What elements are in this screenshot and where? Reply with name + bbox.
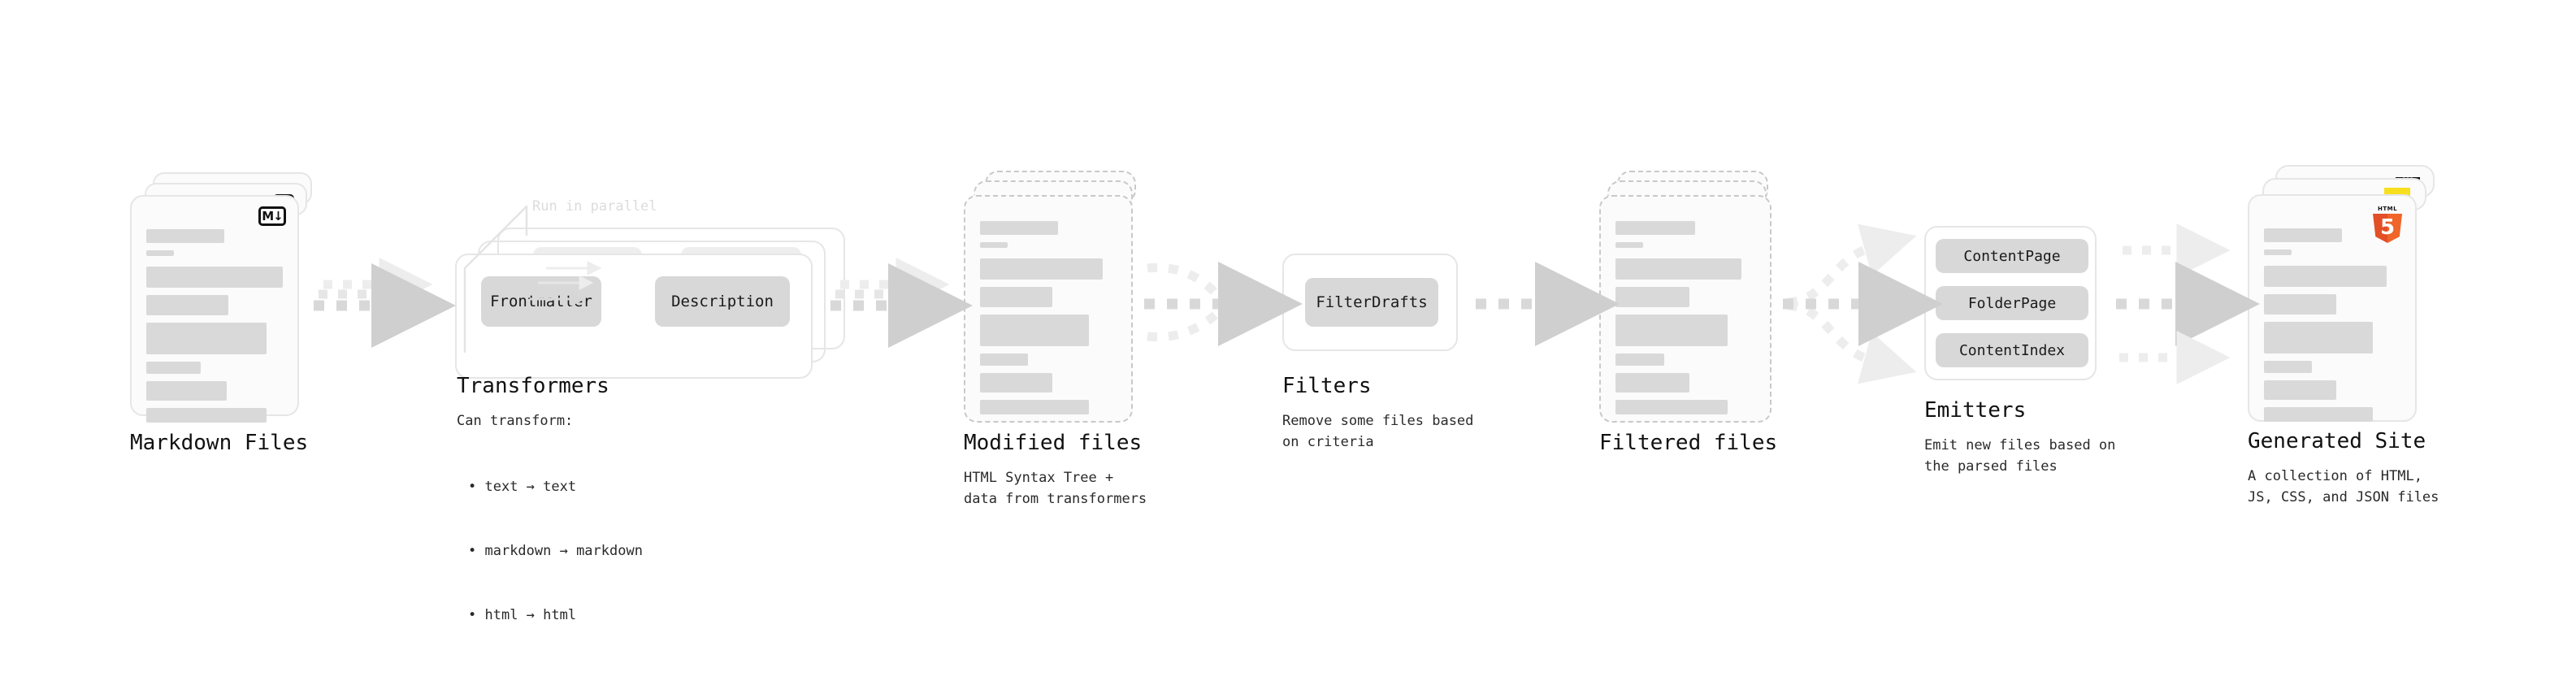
pill-filterdrafts[interactable]: FilterDrafts [1305, 278, 1438, 327]
filtered-card-front [1599, 195, 1772, 423]
filtered-skeleton [1615, 221, 1755, 422]
html5-badge: HTML 5 [2371, 206, 2404, 243]
pill-description[interactable]: Description [655, 276, 790, 327]
modified-files-subtitle: HTML Syntax Tree + data from transformer… [964, 470, 1147, 508]
site-skeleton [2264, 228, 2400, 429]
markdown-badge: M↓ [258, 206, 286, 226]
filtered-files-title: Filtered files [1599, 431, 1778, 455]
transformers-box-front: Frontmatter Description [455, 254, 813, 379]
transformers-bullets: • text → text • markdown → markdown • ht… [468, 478, 643, 623]
filters-subtitle: Remove some files based on criteria [1282, 413, 1474, 451]
filters-title: Filters [1282, 374, 1372, 398]
markdown-card-front: M↓ [130, 195, 299, 423]
connector-emitters-to-site [2116, 223, 2260, 384]
emitters-subtitle: Emit new files based on the parsed files [1924, 437, 2116, 475]
markdown-skeleton [146, 229, 283, 430]
emitters-box: ContentPage FolderPage ContentIndex [1924, 226, 2097, 380]
generated-site-title: Generated Site [2248, 429, 2426, 453]
markdown-files-title: Markdown Files [130, 431, 309, 455]
site-card-front-html: HTML 5 [2248, 194, 2417, 422]
pill-folderpage[interactable]: FolderPage [1936, 286, 2088, 320]
connector-filtered-to-emitters [1783, 223, 1943, 384]
bullet-text-text: text → text [484, 478, 577, 495]
emitters-title: Emitters [1924, 398, 2027, 423]
modified-files-title: Modified files [964, 431, 1143, 455]
bullet-markdown-markdown: markdown → markdown [484, 542, 643, 559]
modified-card-front [964, 195, 1133, 423]
modified-skeleton [980, 221, 1117, 422]
generated-site-subtitle: A collection of HTML, JS, CSS, and JSON … [2248, 468, 2439, 506]
connector-modified-to-filters [1144, 262, 1303, 346]
connector-md-to-transformers [314, 258, 456, 348]
transformers-subtitle: Can transform: [457, 413, 574, 429]
pill-contentindex[interactable]: ContentIndex [1936, 333, 2088, 367]
pill-frontmatter[interactable]: Frontmatter [481, 276, 601, 327]
transformers-title: Transformers [457, 374, 609, 398]
filters-box: FilterDrafts [1282, 254, 1458, 351]
run-in-parallel-note: Run in parallel [532, 198, 657, 215]
bullet-html-html: html → html [484, 606, 577, 623]
pill-contentpage[interactable]: ContentPage [1936, 239, 2088, 273]
